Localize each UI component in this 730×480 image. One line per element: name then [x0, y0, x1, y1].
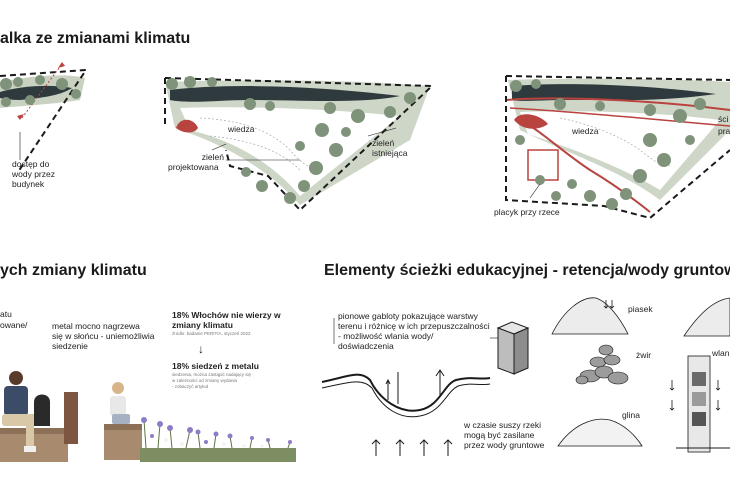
flower-meadow	[140, 417, 296, 462]
showcase-text-4: doświadczenia	[338, 341, 394, 351]
stat2-small-2: w zależności od zmiany wydania	[172, 378, 238, 383]
map3-label-placyk: placyk przy rzece	[494, 207, 560, 217]
gravel-pile	[575, 344, 629, 385]
person-adult-figure	[2, 371, 36, 452]
stat1-line-2: zmiany klimatu	[172, 320, 233, 330]
heading-climate: ych zmiany klimatu	[0, 262, 147, 279]
map1-label-access-3: budynek	[12, 179, 45, 189]
map2-label-zielen-proj-1: zieleń	[201, 152, 224, 162]
map2-label-wiedza: wiedza	[228, 124, 255, 134]
stat1-line-1: 18% Włochów nie wierzy w	[172, 310, 281, 320]
sand-mound-right	[683, 297, 730, 337]
metal-text-2: się w słońcu - uniemożliwia	[52, 331, 155, 341]
stat2-title: 18% siedzeń z metalu	[172, 361, 259, 371]
showcase-text-3: - możliwość wlania wody/	[338, 331, 434, 341]
metal-text-3: siedzenie	[52, 341, 88, 351]
climate-fragment-1: atu	[0, 309, 12, 319]
map3-label-sci: ści	[718, 114, 729, 124]
soil-label-piasek: piasek	[628, 304, 653, 314]
drought-text-3: przez wody gruntowe	[464, 440, 545, 450]
showcase-text-1: pionowe gabloty pokazujące warstwy	[338, 311, 478, 321]
stat2-small-1: siedzenia, można zastąpić nadający się	[172, 372, 252, 377]
stat2-small-3: - zobaczyć artykuł	[172, 384, 209, 389]
map2-label-zielen-proj-2: projektowana	[168, 162, 219, 172]
river-cross-section	[321, 369, 491, 456]
metal-text-1: metal mocno nagrzewa	[52, 321, 140, 331]
stat1-source: źródło: badanie PERITIA, styczeń 2022	[172, 331, 251, 336]
heading-top: alka ze zmianami klimatu	[0, 30, 191, 47]
sand-mound	[551, 297, 629, 335]
drought-text-1: w czasie suszy rzeki	[464, 420, 541, 430]
clay-mound	[557, 418, 643, 447]
heading-education: Elementy ścieżki edukacyjnej - retencja/…	[324, 262, 730, 279]
bench-backrest	[64, 392, 78, 444]
person-child-figure	[110, 382, 130, 424]
soil-label-glina: glina	[622, 410, 640, 420]
drought-text-2: mogą być zasilane	[464, 430, 535, 440]
map2-label-zielen-ist-1: zieleń	[372, 138, 395, 148]
label-wlan: wlan	[712, 348, 730, 358]
map1-label-access-2: wody przez	[12, 169, 55, 179]
map2-label-zielen-ist-2: istniejąca	[372, 148, 408, 158]
showcase-text-2: terenu i różnicę w ich przepuszczalności	[338, 321, 490, 331]
layered-column	[687, 355, 711, 453]
map3-label-wiedza: wiedza	[572, 126, 599, 136]
map3-label-pra: pra	[718, 126, 730, 136]
climate-fragment-2: owane/	[0, 320, 28, 330]
map1-label-access-1: dostęp do	[12, 159, 50, 169]
soil-label-zwir: żwir	[636, 350, 652, 360]
backpack	[34, 394, 50, 426]
vertical-showcase	[496, 321, 530, 375]
arrow-down-icon: ↓	[198, 342, 204, 356]
